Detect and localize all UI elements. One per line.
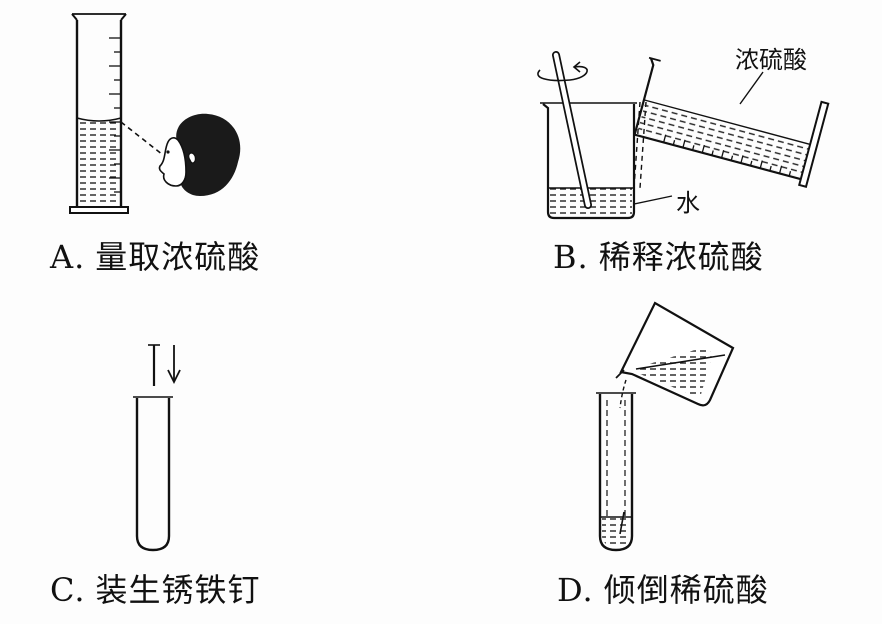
panel-b-dilution — [537, 51, 830, 220]
tube-liquid — [602, 517, 630, 546]
caption-b-letter: B. — [553, 238, 589, 276]
caption-d-letter: D. — [557, 571, 594, 609]
caption-c-letter: C. — [50, 571, 86, 609]
caption-d: D.倾倒稀硫酸 — [557, 565, 769, 611]
test-tube-d — [598, 394, 634, 552]
beaker-d — [615, 301, 735, 407]
water-leader-line — [633, 195, 673, 205]
caption-b: B.稀释浓硫酸 — [553, 232, 764, 278]
caption-c-text: 装生锈铁钉 — [95, 571, 261, 609]
caption-b-text: 稀释浓硫酸 — [598, 238, 764, 276]
caption-a-letter: A. — [50, 238, 86, 276]
label-concentrated-acid: 浓硫酸 — [735, 46, 807, 74]
panel-a-graduated-cylinder — [69, 13, 164, 214]
beaker-b — [542, 103, 636, 220]
caption-c: C.装生锈铁钉 — [50, 565, 261, 611]
glass-rod — [552, 51, 592, 209]
cylinder-graduations — [109, 37, 121, 193]
acid-cylinder — [633, 56, 830, 188]
caption-a-text: 量取浓硫酸 — [95, 238, 261, 276]
test-tube-c — [135, 398, 171, 552]
caption-d-text: 倾倒稀硫酸 — [603, 571, 769, 609]
observer-head — [158, 113, 241, 196]
cylinder-liquid — [77, 118, 121, 208]
cylinder-meniscus — [76, 117, 122, 122]
label-water: 水 — [676, 189, 700, 217]
panel-c-test-tube — [133, 344, 181, 552]
stir-rotation-arrow — [537, 65, 588, 82]
panel-d-pouring — [596, 301, 735, 552]
caption-a: A.量取浓硫酸 — [50, 232, 260, 278]
acid-leader-line — [739, 71, 764, 105]
sight-line — [120, 121, 164, 156]
dilute-acid-stream — [619, 379, 627, 409]
